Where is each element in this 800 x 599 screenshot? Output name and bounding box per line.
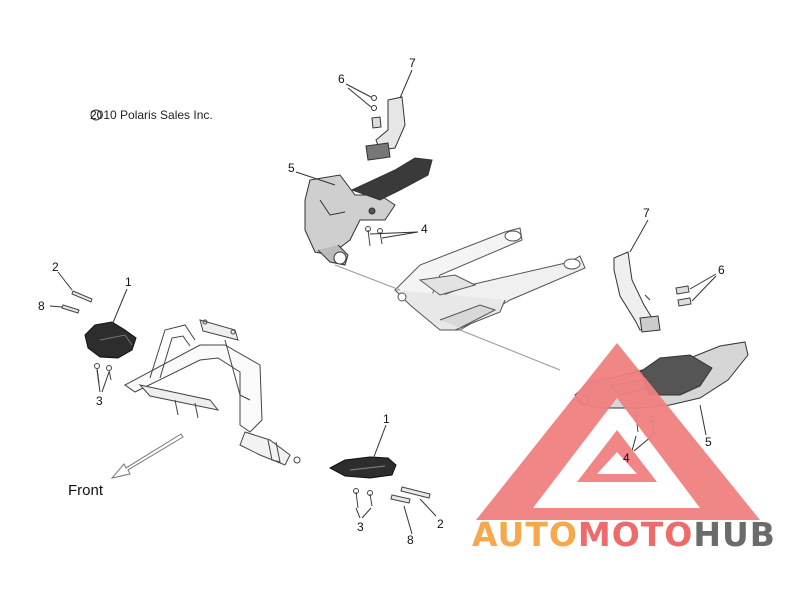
swing-arm [394,227,586,331]
leader-line [334,264,401,291]
end-cap-lower [328,456,397,479]
end-cap-left [84,321,137,359]
callout-5-top: 5 [288,161,295,175]
callout-3-left: 3 [96,394,103,408]
front-label: Front [68,482,104,499]
copyright-symbol [90,109,102,121]
callout-6-top: 6 [338,72,345,86]
watermark-auto: AUTO [472,515,578,554]
callout-8-left: 8 [38,299,45,313]
watermark-hub: HUB [693,515,776,554]
callout-1-left: 1 [125,275,132,289]
lower-bolts [353,486,431,509]
watermark-logo [476,343,760,520]
front-arrow [110,433,184,479]
watermark-moto: MOTO [577,515,694,554]
upper-bracket [365,95,406,161]
callout-1-lower: 1 [383,412,390,426]
copyright-text: 2010 Polaris Sales Inc. [90,108,213,122]
callout-3-lower: 3 [357,520,364,534]
callout-2-left: 2 [52,260,59,274]
callout-4-right: 4 [623,451,630,465]
callout-5-right: 5 [705,435,712,449]
front-rack-frame [124,319,301,466]
right-bolts [675,285,692,307]
left-bolts [61,290,112,384]
callout-leaders [49,69,717,535]
right-bracket [613,251,661,333]
watermark-text: AUTOMOTOHUB [472,515,776,555]
upper-bolts [365,226,383,247]
callout-2-lower: 2 [437,517,444,531]
callout-6-right: 6 [718,263,725,277]
leader-line [459,329,561,371]
callout-4-top: 4 [421,222,428,236]
callout-8-lower: 8 [407,533,414,547]
callout-7-right: 7 [643,206,650,220]
callout-7-top: 7 [409,56,416,70]
upper-rack-bracket [304,157,433,266]
